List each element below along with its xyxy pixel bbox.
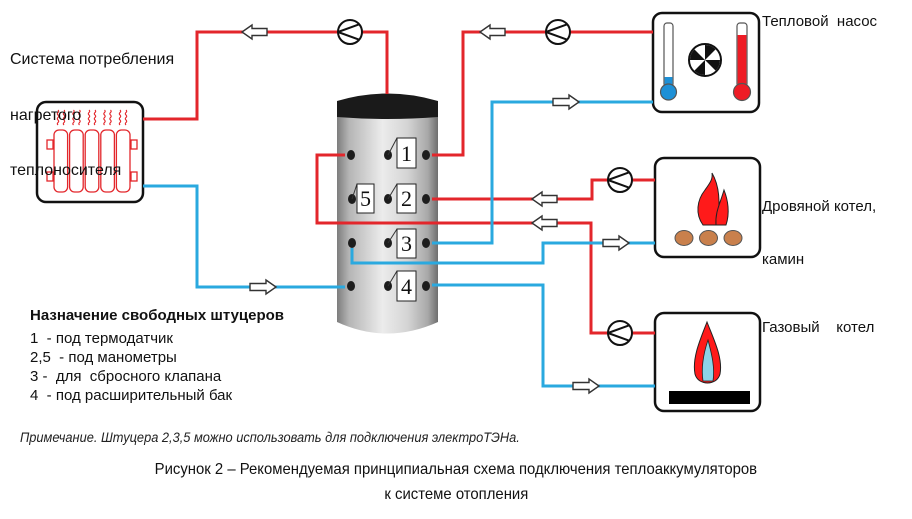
supply-pipe-to-consumer (143, 30, 389, 121)
radiator-connector (130, 171, 138, 182)
hot-thermometer-icon (732, 22, 752, 102)
free-ports-legend: Назначение свободных штуцеров 1 - под те… (30, 307, 284, 405)
figure-caption-line-2: к системе отопления (0, 484, 912, 506)
circulation-pump-icon (337, 19, 363, 45)
radiator-section (84, 129, 100, 193)
tank-cap (337, 93, 438, 119)
port-tag-label: 5 (360, 186, 371, 211)
port-tag-label: 2 (401, 186, 412, 211)
port-hole (422, 194, 430, 204)
heat-storage-tank-icon (337, 93, 438, 334)
flow-arrow-right-icon (249, 278, 278, 296)
radiator-section (115, 129, 131, 193)
wood-boiler-icon (653, 156, 762, 259)
radiator-section (53, 129, 69, 193)
radiator-connector (130, 139, 138, 150)
port-hole (347, 150, 355, 160)
flow-arrow-right-icon (572, 377, 601, 395)
port-tag-1: 1 (387, 137, 417, 169)
return-pipe-to-wood-boiler (350, 241, 655, 265)
flow-arrow-right-icon (602, 234, 631, 252)
flow-arrow-left-icon (530, 190, 558, 208)
label-line: нагретого (10, 106, 82, 124)
port-tag-label: 4 (401, 274, 412, 299)
radiator-connector (46, 171, 54, 182)
legend-items: 1 - под термодатчик 2,5 - под манометры … (30, 329, 284, 405)
port-tag-5: 5 (351, 183, 375, 214)
port-hole (347, 281, 355, 291)
radiator-section (100, 129, 116, 193)
wood-fire-icon (697, 172, 729, 226)
caption-text: к системе отопления (384, 486, 528, 503)
port-hole (422, 281, 430, 291)
gas-boiler-label: Газовый котел (762, 319, 875, 336)
radiator-icon (35, 100, 145, 204)
heat-pump-icon (651, 11, 761, 114)
radiator-connector (46, 139, 54, 150)
cold-thermometer-icon (659, 22, 678, 101)
circulation-pump-icon (545, 19, 571, 45)
caption-text: Рисунок 2 – Рекомендуемая принципиальная… (154, 461, 758, 478)
heat-pump-label: Тепловой насос (762, 13, 878, 30)
fan-icon (688, 43, 722, 77)
circulation-pump-icon (607, 167, 633, 193)
label-line: Дровяной котел, (762, 198, 877, 215)
legend-item: 1 - под термодатчик (30, 330, 173, 347)
circulation-pump-icon (607, 320, 633, 346)
radiator-section (68, 129, 84, 193)
gas-boiler-icon (653, 311, 762, 413)
heat-waves-icon (56, 109, 128, 126)
gas-flame-icon (693, 320, 722, 384)
figure-caption-line-1: Рисунок 2 – Рекомендуемая принципиальная… (0, 459, 912, 481)
flow-arrow-left-icon (478, 23, 506, 41)
port-tag-3: 3 (387, 228, 417, 259)
flow-arrow-left-icon (530, 214, 558, 232)
flow-arrow-right-icon (552, 93, 581, 111)
legend-title: Назначение свободных штуцеров (30, 307, 285, 324)
label-line: камин (762, 250, 805, 268)
port-tag-4: 4 (387, 270, 417, 302)
supply-pipe-from-heat-pump (432, 30, 653, 157)
flow-arrow-left-icon (240, 23, 268, 41)
label-line: теплоносителя (10, 162, 122, 179)
wood-boiler-label: Дровяной котел, камин (762, 163, 876, 303)
logs-icon (674, 230, 743, 246)
supply-pipe-from-gas-boiler (315, 153, 655, 335)
port-tag-label: 3 (401, 231, 412, 256)
port-hole (422, 150, 430, 160)
consumer-system-label: Система потребления нагретого теплоносит… (10, 14, 174, 218)
port-tag-2: 2 (387, 183, 417, 214)
legend-item: 4 - под расширительный бак (30, 387, 233, 404)
port-hole (348, 238, 356, 248)
burner-bar (669, 391, 750, 404)
legend-item: 3 - для сбросного клапана (30, 368, 222, 385)
footnote: Примечание. Штуцера 2,3,5 можно использо… (20, 430, 520, 445)
legend-item: 2,5 - под манометры (30, 349, 177, 366)
port-hole (422, 238, 430, 248)
label-line: Система потребления (10, 51, 175, 68)
port-tag-label: 1 (401, 141, 412, 166)
